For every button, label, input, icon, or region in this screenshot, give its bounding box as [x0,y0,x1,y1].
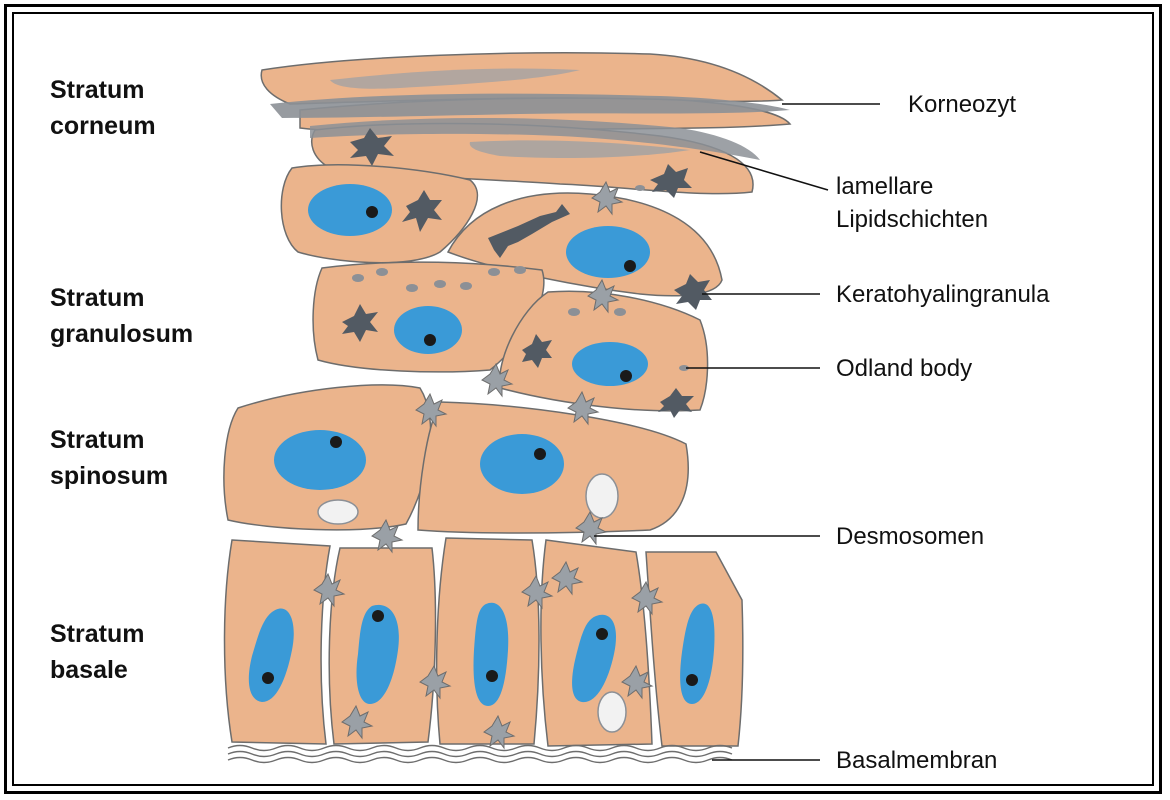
basal-membrane-line [228,752,732,757]
odland-body [614,308,626,316]
callout-lipid-layers: lamellare Lipidschichten [836,170,988,236]
nucleus [566,226,650,278]
nucleus [572,342,648,386]
nucleolus [424,334,436,346]
mitochondrion [598,692,626,732]
nucleus [308,184,392,236]
odland-body [488,268,500,276]
stratum-basale-cells [225,538,743,746]
callout-lipid-line1: lamellare [836,170,988,203]
odland-body [352,274,364,282]
basal-membrane-line [228,758,732,763]
layer-label-line2: spinosum [50,458,168,494]
nucleolus [686,674,698,686]
nucleolus [372,610,384,622]
mitochondrion [318,500,358,524]
layer-label-line2: granulosum [50,316,193,352]
odland-body [514,266,526,274]
mitochondrion [586,474,618,518]
layer-label-line1: Stratum [50,616,144,652]
nucleus [394,306,462,354]
basal-membrane [228,746,732,763]
label-stratum-basale: Stratum basale [50,616,144,688]
layer-label-line1: Stratum [50,72,156,108]
odland-body [406,284,418,292]
nucleolus [262,672,274,684]
basal-membrane-line [228,746,732,751]
nucleolus [330,436,342,448]
layer-label-line2: basale [50,652,144,688]
odland-body [434,280,446,288]
callout-odland-body: Odland body [836,352,972,385]
callout-basalmembran: Basalmembran [836,744,997,777]
nucleus [480,434,564,494]
nucleolus [624,260,636,272]
nucleolus [486,670,498,682]
odland-body [460,282,472,290]
nucleolus [534,448,546,460]
label-stratum-corneum: Stratum corneum [50,72,156,144]
nucleus [274,430,366,490]
label-stratum-spinosum: Stratum spinosum [50,422,168,494]
callout-korneozyt: Korneozyt [908,88,1016,121]
nucleolus [596,628,608,640]
callout-keratohyalingranula: Keratohyalingranula [836,278,1049,311]
label-stratum-granulosum: Stratum granulosum [50,280,193,352]
nucleolus [366,206,378,218]
odland-body [635,185,645,191]
callout-desmosomen: Desmosomen [836,520,984,553]
layer-label-line2: corneum [50,108,156,144]
layer-label-line1: Stratum [50,280,193,316]
odland-body [568,308,580,316]
callout-lipid-line2: Lipidschichten [836,203,988,236]
layer-label-line1: Stratum [50,422,168,458]
odland-body [376,268,388,276]
nucleolus [620,370,632,382]
